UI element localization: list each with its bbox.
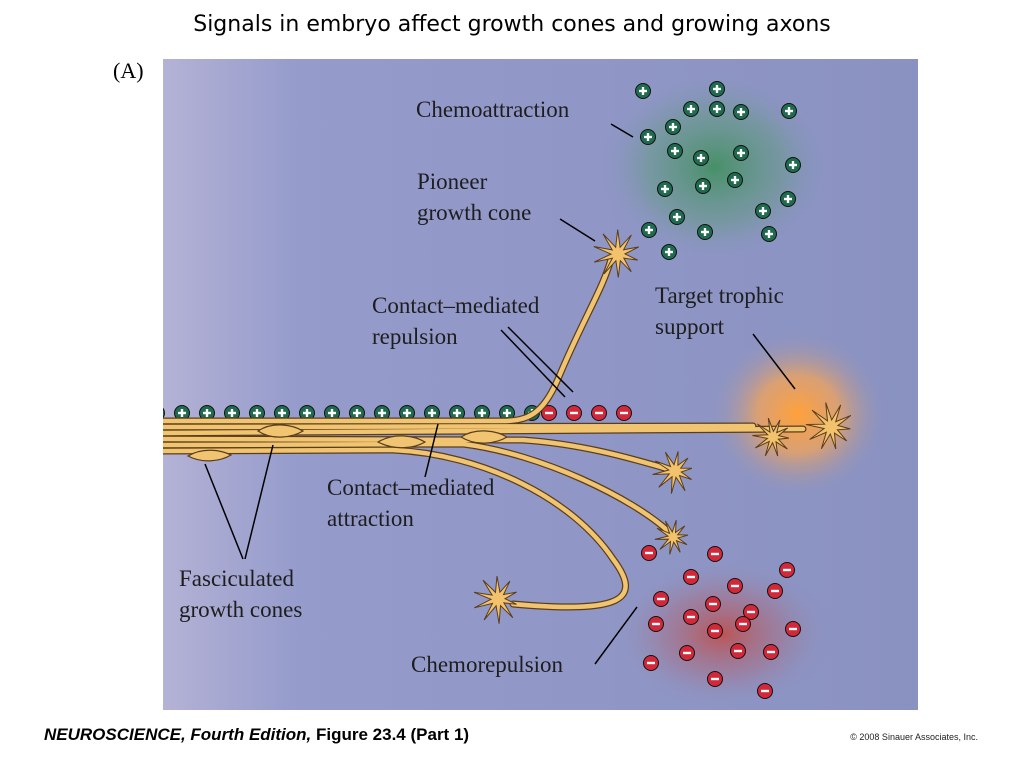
fasciculated-cone-2 [376, 435, 427, 449]
label-trophic-1: Target trophic [655, 283, 784, 308]
chemorepellent-dot [643, 655, 659, 671]
growth-cones [473, 229, 852, 624]
adhesion-positive-dot [199, 405, 215, 421]
chemoattractant-dot [755, 203, 771, 219]
chemorepellent-dot [707, 671, 723, 687]
chemorepellent-dot [735, 616, 751, 632]
chemorepellent-dot [767, 583, 783, 599]
chemoattractant-dot [669, 209, 685, 225]
chemoattractant-dot [780, 191, 796, 207]
chemorepellent-dot [705, 596, 721, 612]
branch-growth-cone [752, 417, 790, 457]
label-chemorepulsion: Chemorepulsion [411, 652, 564, 677]
chemoattractant-dot [693, 150, 709, 166]
chemorepellent-dot [785, 621, 801, 637]
chemoattractant-dot [665, 119, 681, 135]
chemoattractant-dot [709, 81, 725, 97]
copyright: © 2008 Sinauer Associates, Inc. [850, 732, 978, 742]
chemorepellent-dot [727, 578, 743, 594]
label-repulsion-2: repulsion [372, 324, 458, 349]
book-edition: , Fourth Edition, [180, 725, 312, 744]
adhesion-positive-dot [174, 405, 190, 421]
chemorepellent-dot [648, 616, 664, 632]
chemoattractant-dot [761, 226, 777, 242]
repulsive-negative-dot [566, 405, 582, 421]
trophic-glow [708, 329, 888, 499]
chemoattractant-dot [709, 101, 725, 117]
chemorepellent-dot [683, 569, 699, 585]
chemoattractant-dot [695, 178, 711, 194]
label-pioneer-2: growth cone [417, 200, 531, 225]
chemoattractant-dot [697, 224, 713, 240]
chemorepellent-dot [707, 546, 723, 562]
label-fasciculated-2: growth cones [179, 597, 302, 622]
branch-growth-cone [652, 451, 693, 494]
figure-number: Figure 23.4 (Part 1) [311, 725, 470, 744]
fasciculated-growth-cones [186, 424, 509, 462]
chemoattractant-dot [683, 101, 699, 117]
leader-lines [204, 123, 796, 665]
chemorepellent-dot [730, 643, 746, 659]
label-attraction-1: Contact–mediated [327, 475, 495, 500]
chemorepellent-dot [763, 644, 779, 660]
chemoattractant-dot [733, 145, 749, 161]
pioneer-growth-cone [593, 229, 640, 278]
chemoattractant-dot [661, 244, 677, 260]
chemorepellent-dot [653, 591, 669, 607]
label-trophic-2: support [655, 314, 725, 339]
repulsive-negative-dot [541, 405, 557, 421]
growth-cone-diagram: Chemoattraction Pioneer growth cone Cont… [163, 59, 918, 710]
chemoattractant-dot [733, 104, 749, 120]
label-attraction-2: attraction [327, 506, 414, 531]
fasciculated-cone-4 [186, 449, 233, 462]
chemorepellent-dot [707, 623, 723, 639]
branch-growth-cone [654, 519, 689, 555]
chemorepellent-dot [683, 609, 699, 625]
panel-label: (A) [113, 58, 144, 83]
chemoattractant-dot [667, 143, 683, 159]
repulsive-negative-dot [591, 405, 607, 421]
adhesion-positive-dot [474, 405, 490, 421]
label-repulsion-1: Contact–mediated [372, 293, 540, 318]
chemoattractant-dot [635, 83, 651, 99]
chemorepellent-glow [613, 559, 833, 709]
chemorepellent-dot [641, 545, 657, 561]
label-pioneer-1: Pioneer [417, 169, 488, 194]
chemoattractant-dot [785, 157, 801, 173]
label-chemoattraction: Chemoattraction [416, 97, 570, 122]
chemoattractant-dot [727, 172, 743, 188]
chemoattractant-dot [640, 129, 656, 145]
figure-citation: NEUROSCIENCE, Fourth Edition, Figure 23.… [44, 725, 469, 745]
chemorepellent-dot [779, 562, 795, 578]
book-title: NEUROSCIENCE [44, 725, 181, 744]
chemoattractant-glow [600, 72, 830, 262]
fasciculated-cone-3 [459, 430, 509, 444]
label-fasciculated-1: Fasciculated [179, 566, 294, 591]
chemorepellent-dot [743, 604, 759, 620]
chemoattractant-dot [641, 222, 657, 238]
adhesion-positive-dot [163, 407, 165, 419]
chemoattractant-dot [781, 103, 797, 119]
chemorepellent-dot [757, 683, 773, 699]
repulsive-negative-dot [616, 405, 632, 421]
target-growth-cone [805, 402, 852, 450]
repelled-growth-cone [473, 576, 517, 624]
adhesion-positive-dot [274, 405, 290, 421]
chemorepellent-dot [679, 645, 695, 661]
chemoattractant-dot [657, 181, 673, 197]
fasciculated-cone-1 [256, 424, 305, 438]
slide-title: Signals in embryo affect growth cones an… [193, 12, 831, 37]
